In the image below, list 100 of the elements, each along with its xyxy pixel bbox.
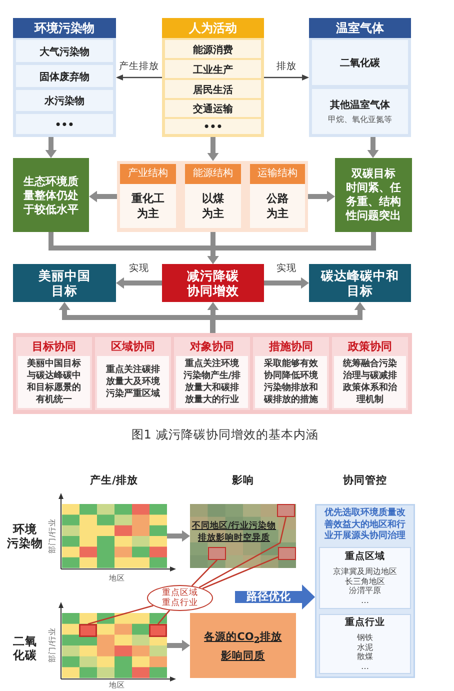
list-item: 居民生活 — [165, 80, 261, 98]
category-card — [174, 337, 250, 410]
highlight-square — [277, 504, 295, 517]
panel-text: 优先选取环境质量改善效益大的地区和行业开展源头协同治理 — [323, 508, 406, 542]
goal-box: 美丽中国目标 — [13, 264, 116, 302]
card-text: 统筹融合污染治理与碳减排政策体系和治理机制 — [334, 356, 406, 408]
column-heading: 影响 — [232, 474, 254, 488]
card-text: 重化工为主 — [132, 191, 164, 221]
card-text: 采取能够有效协同降低环境污染物排放和碳排放的措施 — [255, 356, 327, 408]
panel-text: 不同地区/行业污染物排放影响时空异质 — [190, 520, 278, 544]
category-card — [332, 337, 408, 410]
highlight-square — [278, 547, 296, 560]
column-heading: 产生/排放 — [90, 474, 138, 488]
arrow — [167, 532, 190, 540]
list-item: ••• — [16, 114, 113, 134]
note-box: 生态环境质量整体仍处于较低水平 — [13, 158, 89, 232]
column-heading: 协同管控 — [343, 474, 387, 488]
list-item: 散煤 — [357, 652, 373, 662]
group-panel — [162, 18, 264, 137]
group-panel — [13, 333, 412, 414]
card-heading: 重点区域 — [345, 551, 385, 563]
list-item: 长三角地区 — [345, 576, 385, 586]
goal-box: 碳达峰碳中和目标 — [309, 264, 411, 302]
arrow — [47, 137, 55, 158]
edge-label: 排放 — [276, 60, 298, 72]
list-card — [319, 547, 411, 609]
list-item: … — [361, 596, 369, 605]
list-item: 钢铁 — [357, 633, 373, 642]
list-item: 大气污染物 — [16, 40, 113, 62]
card-heading: 目标协同 — [32, 340, 76, 354]
edge-label: 实现 — [128, 263, 150, 276]
card-heading: 措施协同 — [269, 340, 313, 354]
list-item: 固体废弃物 — [16, 65, 113, 87]
list-item: 二氧化碳 — [312, 40, 408, 85]
arrow — [264, 279, 309, 287]
card-heading: 产业结构 — [120, 164, 176, 184]
category-card — [253, 337, 329, 410]
card-heading: 对象协同 — [190, 340, 234, 354]
list-item — [312, 89, 408, 134]
category-card — [185, 164, 241, 228]
list-item: 水污染物 — [16, 90, 113, 111]
side-panel — [315, 504, 415, 678]
arrow — [209, 137, 217, 161]
heatmap — [62, 613, 167, 678]
panel-heading: 温室气体 — [309, 18, 411, 38]
list-item: 京津冀及周边地区 — [333, 567, 397, 576]
category-card — [120, 164, 176, 228]
list-item: 汾渭平原 — [349, 586, 381, 596]
category-card — [95, 337, 171, 410]
panel-heading: 环境污染物 — [13, 18, 116, 38]
card-heading: 重点行业 — [345, 617, 385, 629]
arrow — [116, 74, 162, 80]
card-text: 公路为主 — [266, 191, 288, 221]
callout-ellipse — [147, 585, 213, 611]
card-text: 重点关注环境污染物产生/排放量大和碳排放量大的行业 — [176, 356, 248, 408]
item-title: 其他温室气体 — [330, 98, 390, 112]
highlight-square — [208, 547, 226, 560]
leader-line — [191, 560, 218, 586]
callout-text: 重点区域 — [162, 588, 198, 598]
edge-label: 路径优化 — [246, 591, 292, 603]
arrow — [116, 279, 162, 287]
leader-line — [158, 610, 170, 624]
figure-caption: 图1 减污降碳协同增效的基本内涵 — [131, 428, 319, 442]
list-item: 工业生产 — [165, 60, 261, 78]
edge-label: 产生排放 — [118, 60, 160, 72]
arrow — [89, 192, 117, 200]
row-heading: 二氧化碳 — [13, 634, 37, 662]
category-card — [16, 337, 92, 410]
list-item: 交通运输 — [165, 100, 261, 117]
item-note: 甲烷、氧化亚氮等 — [328, 114, 392, 124]
core-box: 减污降碳协同增效 — [162, 264, 264, 302]
arrow — [167, 642, 190, 650]
callout-text: 重点行业 — [162, 598, 198, 608]
list-item: … — [361, 662, 369, 671]
arrow — [209, 302, 217, 333]
row-heading: 环境污染物 — [7, 522, 43, 550]
arrow — [369, 137, 377, 158]
impact-panel: 各源的CO$_{2}$排放影响同质 — [190, 613, 296, 678]
note-text: 时间紧、任务重、结构性问题突出 — [344, 181, 402, 223]
card-heading: 能源结构 — [185, 164, 241, 184]
list-item: 水泥 — [357, 642, 373, 652]
card-heading: 运输结构 — [250, 164, 305, 184]
card-heading: 区域协同 — [111, 340, 155, 354]
leader-line — [198, 516, 287, 588]
category-card — [250, 164, 305, 228]
leader-line — [202, 556, 278, 590]
card-text: 以煤为主 — [202, 191, 224, 221]
note-box — [335, 158, 412, 232]
impact-panel — [190, 504, 296, 568]
leader-line — [88, 604, 154, 625]
edge-label: 实现 — [276, 263, 298, 276]
arrow — [264, 74, 309, 80]
group-panel — [13, 18, 116, 137]
heatmap — [62, 504, 167, 568]
card-text: 重点关注碳排放量大及环境污染严重区域 — [97, 356, 169, 408]
list-item: 能源消费 — [165, 40, 261, 58]
highlight-square — [149, 624, 167, 637]
list-item: ••• — [165, 119, 261, 134]
arrow — [209, 232, 376, 264]
note-heading: 双碳目标 — [352, 167, 396, 181]
